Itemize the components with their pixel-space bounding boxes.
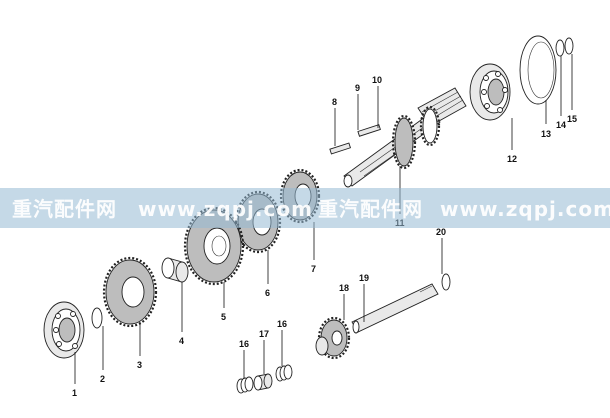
part-9-key [357, 124, 381, 137]
callout-7: 7 [311, 264, 316, 274]
callout-9: 9 [355, 83, 360, 93]
callout-17: 17 [259, 329, 269, 339]
part-13-cover-ring [519, 35, 557, 105]
watermark-text-url-1: www.zqpj.com [138, 197, 313, 221]
part-18-gear [315, 316, 351, 360]
part-19-shaft [351, 283, 439, 334]
callout-1: 1 [72, 388, 77, 398]
part-11-shaft [343, 87, 467, 188]
callout-15: 15 [567, 114, 577, 124]
part-2-snap-ring [91, 307, 103, 329]
part-14-snap-ring [555, 39, 565, 57]
part-3-gear [102, 256, 158, 328]
watermark-text-url-2: www.zqpj.com [440, 197, 610, 221]
part-1-bearing [43, 301, 85, 359]
callout-2: 2 [100, 374, 105, 384]
callout-18: 18 [339, 283, 349, 293]
part-4-sleeve [161, 257, 189, 283]
part-20-snap-ring [441, 273, 451, 291]
callout-12: 12 [507, 154, 517, 164]
watermark-text-cn-1: 重汽配件网 [12, 197, 117, 221]
callout-14: 14 [556, 120, 566, 130]
callout-13: 13 [541, 129, 551, 139]
callout-5: 5 [221, 312, 226, 322]
watermark-text-cn-2: 重汽配件网 [318, 197, 423, 221]
callout-16-right: 16 [277, 319, 287, 329]
callout-20: 20 [436, 227, 446, 237]
part-12-bearing [469, 63, 511, 121]
callout-8: 8 [332, 97, 337, 107]
callout-3: 3 [137, 360, 142, 370]
part-17-sleeve [253, 373, 273, 391]
watermark-band [0, 188, 610, 228]
callout-16-left: 16 [239, 339, 249, 349]
callout-10: 10 [372, 75, 382, 85]
part-5-gear [183, 206, 245, 286]
part-15-snap-ring [564, 37, 574, 55]
callout-19: 19 [359, 273, 369, 283]
part-16-spring-right [275, 364, 293, 382]
part-8-key [329, 142, 352, 155]
callout-6: 6 [265, 288, 270, 298]
leader-lines [74, 54, 573, 384]
callout-4: 4 [179, 336, 184, 346]
part-16-spring-left [236, 376, 254, 394]
